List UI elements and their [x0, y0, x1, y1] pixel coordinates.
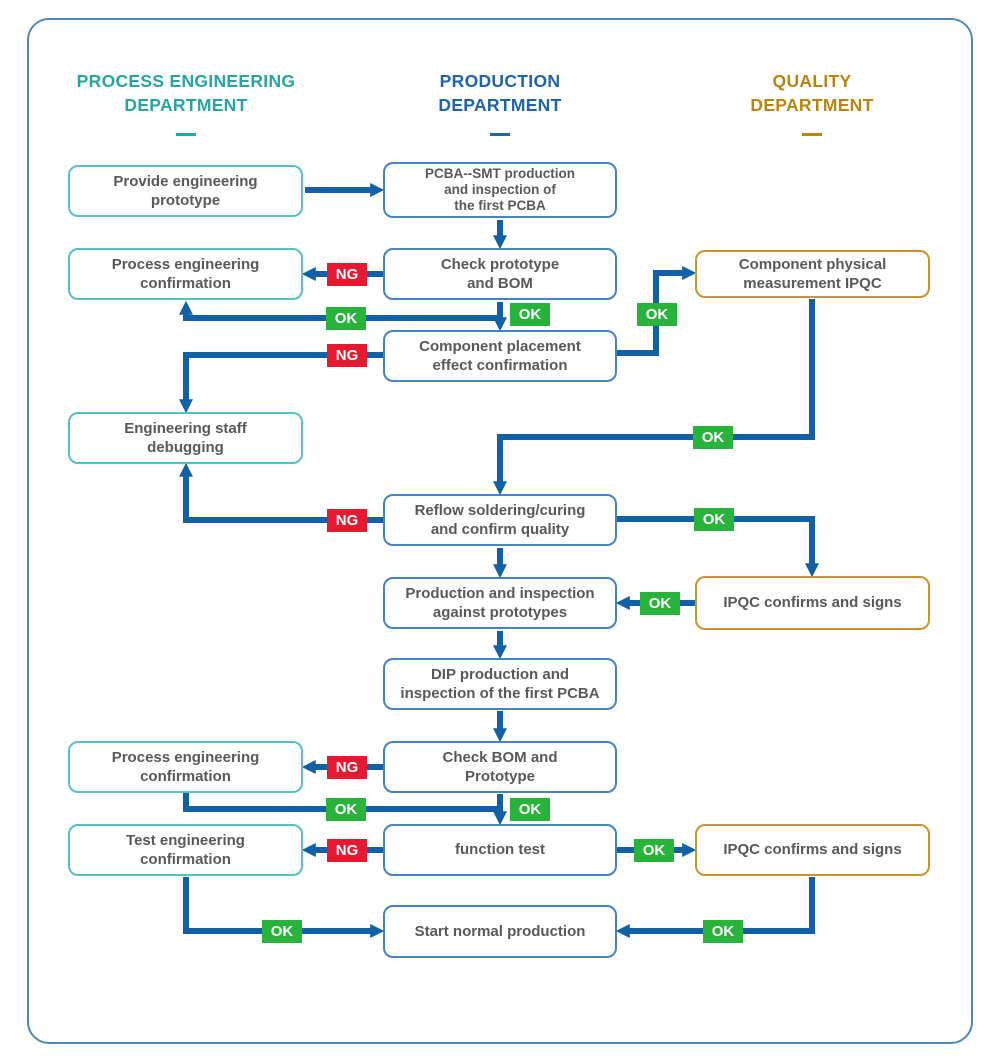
node-label-line: confirmation — [140, 275, 231, 292]
node-label-line: against prototypes — [432, 604, 568, 621]
node-label-line: PCBA--SMT production — [425, 165, 575, 181]
column-header-process-engineering: PROCESS ENGINEERING DEPARTMENT — [46, 70, 326, 137]
header-dash — [176, 133, 196, 137]
node-label-line: inspection of the first PCBA — [400, 685, 600, 702]
badge-ok-reflow-to-ipqc-1: OK — [694, 508, 734, 531]
badge-ok-check-bom: OK — [510, 798, 550, 821]
node-label-line: effect confirmation — [432, 357, 568, 374]
node-label-line: Provide engineering — [113, 172, 258, 190]
node-process-engineering-confirmation-2: Process engineering confirmation — [68, 741, 303, 793]
node-ipqc-confirms-and-signs-1: IPQC confirms and signs — [695, 576, 930, 630]
badge-ng-check-bom: NG — [327, 756, 367, 779]
node-label-line: confirmation — [140, 768, 231, 785]
node-process-engineering-confirmation-1: Process engineering confirmation — [68, 248, 303, 300]
badge-ok-test-confirm-to-start: OK — [262, 920, 302, 943]
header-dash — [802, 133, 822, 137]
node-label-line: measurement IPQC — [743, 275, 882, 292]
node-label-line: Process engineering — [111, 748, 260, 766]
header-line: QUALITY — [772, 71, 852, 91]
node-start-normal-production: Start normal production — [383, 905, 617, 958]
node-component-placement-effect-confirmation: Component placement effect confirmation — [383, 330, 617, 382]
node-label-line: DIP production and — [430, 665, 570, 683]
badge-ng-check-prototype: NG — [327, 263, 367, 286]
header-line: PROCESS ENGINEERING — [76, 71, 296, 91]
badge-ng-placement: NG — [327, 344, 367, 367]
connector-reflow-ng-to-debugging — [179, 462, 383, 523]
node-ipqc-confirms-and-signs-2: IPQC confirms and signs — [695, 824, 930, 876]
column-header-quality: QUALITY DEPARTMENT — [672, 70, 952, 137]
badge-ok-measurement-to-reflow: OK — [693, 426, 733, 449]
node-label-line: and confirm quality — [430, 521, 570, 538]
badge-ok-placement-to-measurement: OK — [637, 303, 677, 326]
node-label-line: Check BOM and — [442, 748, 558, 766]
node-label-line: function test — [455, 841, 545, 859]
header-line: DEPARTMENT — [750, 94, 874, 115]
node-label-line: Engineering staff — [124, 419, 247, 437]
node-label-line: Test engineering — [126, 831, 245, 849]
badge-ok-ipqc-1-to-production: OK — [640, 592, 680, 615]
node-label-line: IPQC confirms and signs — [723, 841, 902, 859]
node-reflow-soldering-curing: Reflow soldering/curing and confirm qual… — [383, 494, 617, 546]
node-label-line: prototype — [150, 192, 221, 209]
column-header-production: PRODUCTION DEPARTMENT — [360, 70, 640, 137]
node-provide-engineering-prototype: Provide engineering prototype — [68, 165, 303, 217]
node-label-line: Process engineering — [111, 255, 260, 273]
badge-ng-function-test: NG — [327, 839, 367, 862]
node-label-line: and BOM — [467, 275, 533, 292]
node-dip-production-first-pcba: DIP production and inspection of the fir… — [383, 658, 617, 710]
node-label-line: Component physical — [738, 255, 887, 273]
connector-ok-branch-to-process-confirm-1 — [179, 300, 500, 321]
header-line: DEPARTMENT — [438, 94, 562, 115]
node-component-physical-measurement-ipqc: Component physical measurement IPQC — [695, 250, 930, 298]
node-label-line: Reflow soldering/curing — [414, 501, 586, 519]
node-check-bom-and-prototype: Check BOM and Prototype — [383, 741, 617, 793]
node-label-line: IPQC confirms and signs — [723, 594, 902, 612]
header-line: DEPARTMENT — [124, 94, 248, 115]
header-dash — [490, 133, 510, 137]
badge-ok-ipqc-2-to-start: OK — [703, 920, 743, 943]
badge-ok-function-test-to-ipqc-2: OK — [634, 839, 674, 862]
node-engineering-staff-debugging: Engineering staff debugging — [68, 412, 303, 464]
node-label-line: the first PCBA — [454, 198, 546, 214]
node-test-engineering-confirmation: Test engineering confirmation — [68, 824, 303, 876]
node-label-line: Production and inspection — [405, 584, 595, 602]
node-label-line: Component placement — [419, 337, 581, 355]
badge-ng-reflow: NG — [327, 509, 367, 532]
node-label-line: debugging — [147, 439, 224, 456]
connector-placement-ng-to-debugging — [179, 352, 383, 414]
node-label-line: Start normal production — [414, 922, 586, 940]
node-production-inspection-against-prototypes: Production and inspection against protot… — [383, 577, 617, 629]
badge-ok-process-confirm-2-merge: OK — [326, 798, 366, 821]
node-function-test: function test — [383, 824, 617, 876]
node-label-line: and inspection of — [444, 181, 556, 197]
badge-ok-check-prototype: OK — [510, 303, 550, 326]
node-check-prototype-and-bom: Check prototype and BOM — [383, 248, 617, 300]
badge-ok-branch-process-confirm-1: OK — [326, 307, 366, 330]
connector-reflow-ok-to-ipqc-1 — [617, 516, 819, 578]
header-line: PRODUCTION — [439, 71, 561, 91]
connector-process-confirm-2-ok-merge — [183, 792, 500, 812]
node-label-line: confirmation — [140, 851, 231, 868]
node-label-line: Check prototype — [440, 255, 560, 273]
connector-test-confirm-ok-to-start — [183, 877, 385, 938]
connector-measurement-ok-to-reflow — [493, 299, 815, 496]
connector-ipqc-2-ok-to-start — [615, 877, 815, 938]
node-label-line: Prototype — [464, 768, 535, 785]
node-pcba-smt-production: PCBA--SMT production and inspection of t… — [383, 162, 617, 218]
